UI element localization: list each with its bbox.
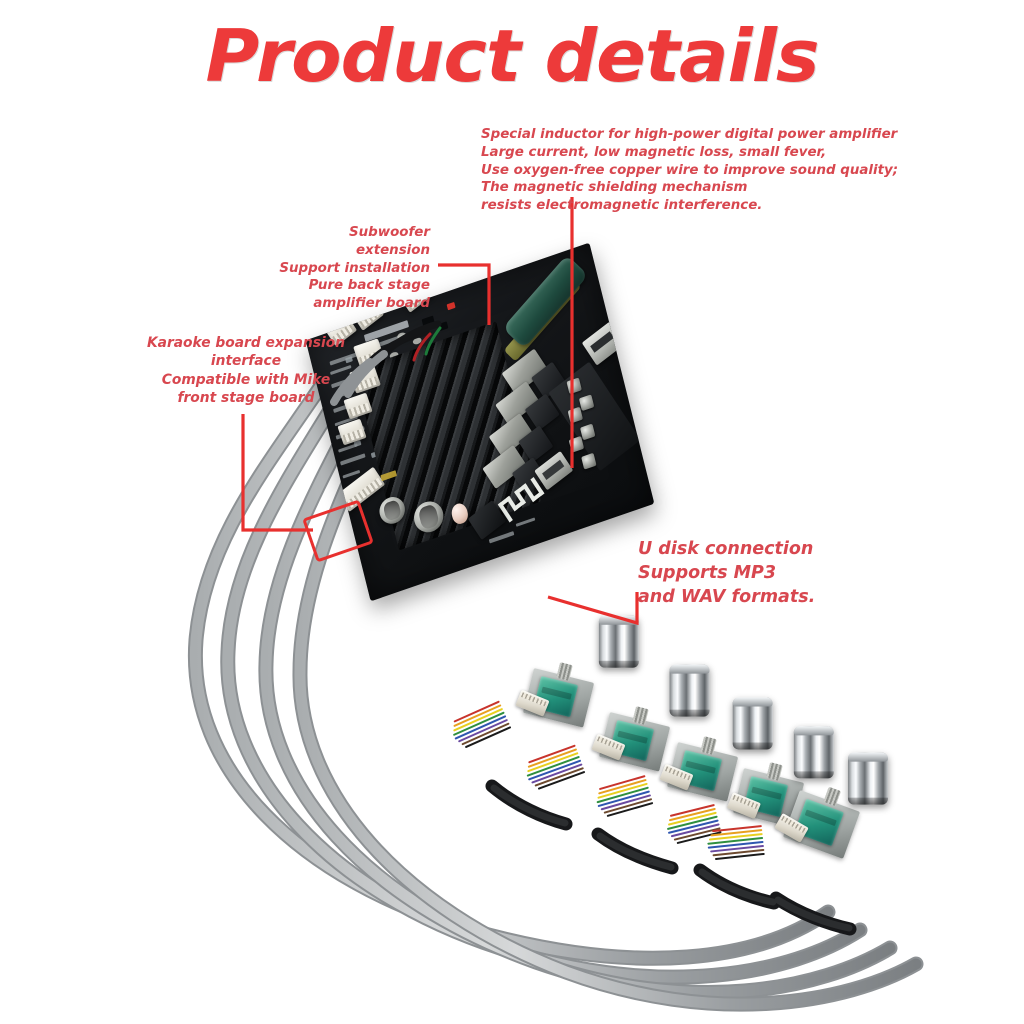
callout-subwoofer: Subwoofer extension Support installation… — [279, 225, 430, 312]
knob-5[interactable] — [848, 752, 889, 805]
callout-karaoke: Karaoke board expansion interface Compat… — [146, 335, 346, 407]
page-title: Product details — [205, 14, 819, 98]
callout-udisk: U disk connection Supports MP3 and WAV f… — [638, 539, 816, 607]
knob-4[interactable] — [793, 726, 834, 779]
callout-inductor: Special inductor for high-power digital … — [481, 127, 899, 214]
knob-3[interactable] — [732, 697, 773, 750]
knob-2[interactable] — [669, 664, 710, 717]
board-wire-stubs — [330, 320, 442, 406]
amplifier-board — [305, 242, 700, 633]
